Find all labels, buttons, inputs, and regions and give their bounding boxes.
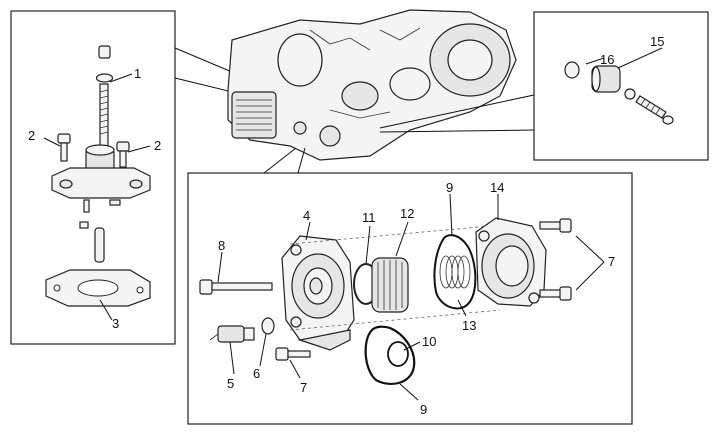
callout-12: 12 [400, 206, 414, 221]
housing-bolt [275, 347, 311, 361]
callout-4: 4 [303, 208, 310, 223]
callout-9-bottom: 9 [420, 402, 427, 417]
left-inset-panel: 1 2 2 3 [10, 10, 291, 345]
callout-14: 14 [490, 180, 504, 195]
filter-element [371, 257, 409, 313]
callout-8: 8 [218, 238, 225, 253]
callout-6: 6 [253, 366, 260, 381]
spring [439, 255, 471, 289]
engine-overview [227, 9, 517, 161]
callout-3: 3 [112, 316, 119, 331]
gasket [45, 269, 151, 307]
bolt-right [116, 141, 130, 168]
callout-2-left: 2 [28, 128, 35, 143]
filter-housing [281, 235, 355, 351]
cover-bolt-top [539, 218, 572, 233]
callout-10: 10 [422, 334, 436, 349]
cover-gasket [433, 234, 477, 310]
small-o-ring [387, 341, 409, 367]
pressure-sensor [209, 325, 255, 343]
callout-5: 5 [227, 376, 234, 391]
right-top-inset-panel: 15 16 [379, 11, 709, 161]
callout-9-top: 9 [446, 180, 453, 195]
cover-bolt-bottom [539, 286, 572, 301]
callout-15: 15 [650, 34, 664, 49]
bolt-left [57, 133, 71, 162]
callout-11: 11 [362, 210, 376, 225]
washer [261, 317, 275, 335]
small-pins [79, 199, 121, 263]
callout-2-right: 2 [154, 138, 161, 153]
callout-7-bottom: 7 [300, 380, 307, 395]
callout-7-right: 7 [608, 254, 615, 269]
housing-gasket [364, 325, 416, 385]
filter-cover [475, 217, 547, 307]
long-bolt [199, 279, 273, 295]
oil-filter-panel: 4 8 11 12 9 14 7 13 10 9 5 6 7 [187, 147, 633, 425]
callout-1: 1 [134, 66, 141, 81]
callout-13: 13 [462, 318, 476, 333]
valve-assembly [564, 61, 674, 125]
tensioner-body [51, 144, 151, 199]
callout-16: 16 [600, 52, 614, 67]
